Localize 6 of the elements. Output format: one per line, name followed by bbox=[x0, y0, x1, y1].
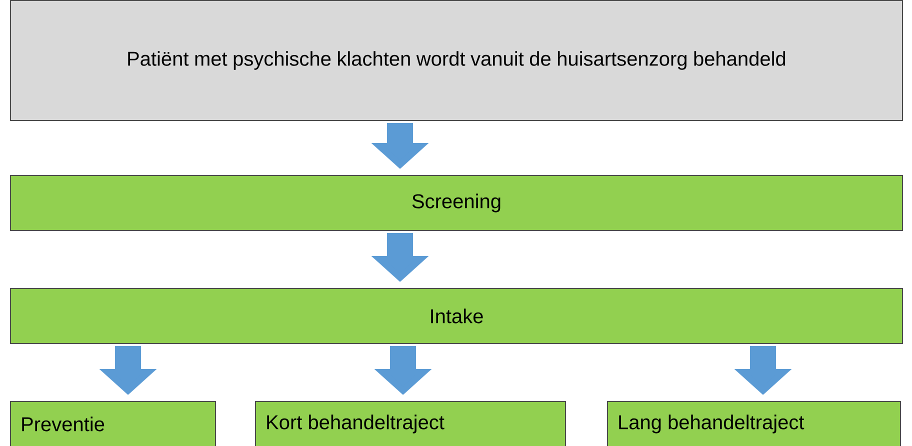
outcome-box: Lang behandeltraject bbox=[607, 401, 901, 446]
process-box: Screening bbox=[10, 175, 903, 231]
outcome-box: Kort behandeltraject bbox=[255, 401, 566, 446]
outcome-box: Preventie bbox=[10, 401, 216, 446]
process-box: Patiënt met psychische klachten wordt vanuit de huisartsenzorg behandeld bbox=[10, 0, 903, 121]
process-box: Intake bbox=[10, 288, 903, 344]
